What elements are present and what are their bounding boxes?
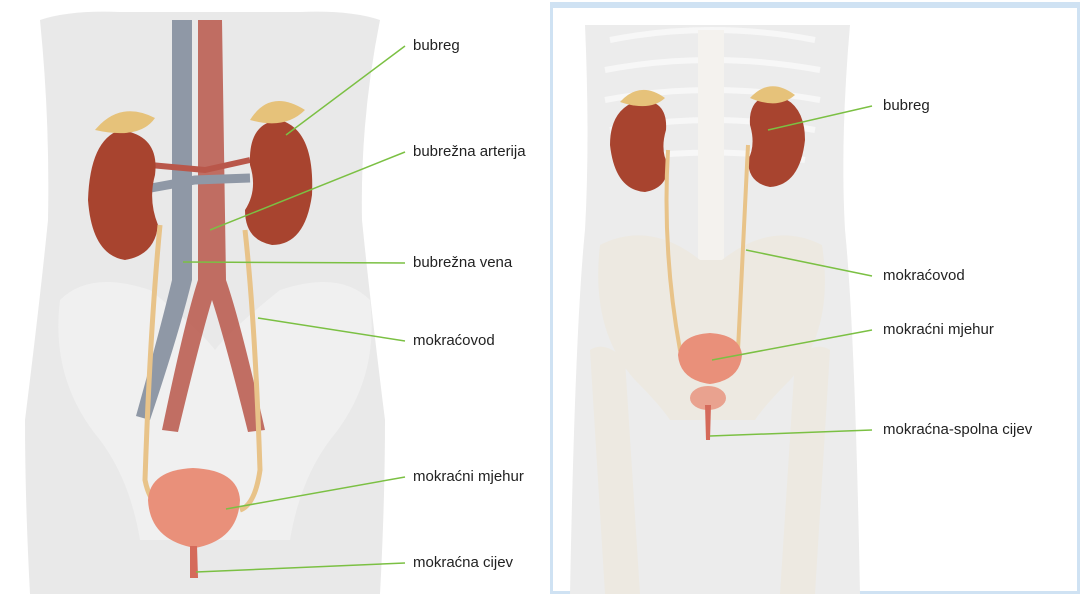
label-renal-artery: bubrežna arterija [413, 143, 526, 161]
label-ureter: mokraćovod [883, 267, 965, 285]
label-urethra: mokraćna-spolna cijev [883, 421, 1032, 439]
label-urethra: mokraćna cijev [413, 554, 513, 572]
left-anatomy-illustration [0, 0, 545, 594]
left-diagram: bubreg bubrežna arterija bubrežna vena m… [0, 0, 545, 594]
label-bladder: mokraćni mjehur [883, 321, 994, 339]
label-kidney: bubreg [883, 97, 930, 115]
label-kidney: bubreg [413, 37, 460, 55]
label-ureter: mokraćovod [413, 332, 495, 350]
right-anatomy-illustration [550, 0, 1080, 594]
urethra [705, 405, 711, 440]
urethra [190, 546, 198, 578]
left-kidney [88, 130, 158, 260]
leader-line-renal-vein [183, 262, 405, 263]
label-bladder: mokraćni mjehur [413, 468, 524, 486]
label-renal-vein: bubrežna vena [413, 254, 512, 272]
right-kidney [245, 120, 312, 245]
right-diagram: bubreg mokraćovod mokraćni mjehur mokrać… [550, 0, 1080, 594]
